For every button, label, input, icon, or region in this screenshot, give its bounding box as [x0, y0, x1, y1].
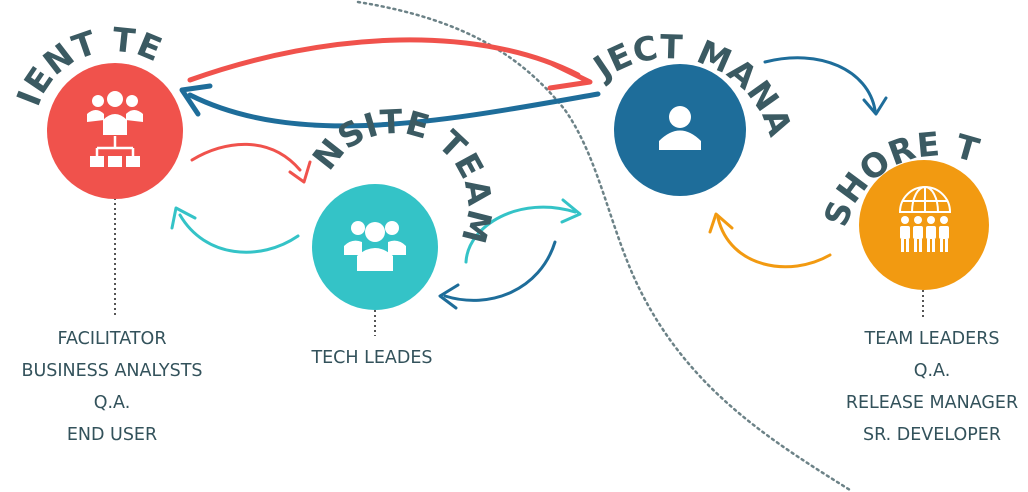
group-icon [344, 221, 406, 271]
arrow-client-to-manager [187, 37, 581, 83]
arrow-manager-to-client-head [179, 83, 213, 117]
arrow-onsite-to-client [178, 213, 300, 254]
offshore-team-circle [859, 160, 989, 290]
team-hierarchy-icon [87, 91, 143, 167]
user-icon [659, 106, 701, 150]
onsite-team-roles: TECH LEADES [272, 342, 472, 374]
arrow-offshore-to-manager-head [708, 212, 734, 234]
globe-people-icon [899, 186, 951, 252]
client-team-node: CLIENT TEAM [0, 0, 183, 199]
role-item: TEAM LEADERS [864, 329, 1000, 349]
role-item: FACILITATOR [57, 329, 167, 349]
arrow-manager-to-client [187, 91, 601, 129]
arrow-onsite-to-manager-head [560, 198, 582, 224]
arrow-onsite-to-client-head [170, 206, 197, 230]
role-item: BUSINESS ANALYSTS [21, 361, 203, 381]
arrow-offshore-to-manager [716, 216, 832, 269]
role-item: SR. DEVELOPER [862, 425, 1001, 445]
arrow-client-to-onsite-head [288, 160, 312, 184]
role-item: TECH LEADES [311, 348, 433, 368]
role-item: Q.A. [93, 393, 131, 413]
arrow-manager-to-offshore [763, 56, 877, 112]
client-team-roles: FACILITATOR BUSINESS ANALYSTS Q.A. END U… [0, 323, 224, 451]
arrow-onsite-to-manager [464, 205, 577, 264]
arrow-manager-to-offshore-head [862, 96, 888, 116]
offshore-team-roles: TEAM LEADERS Q.A. RELEASE MANAGER SR. DE… [830, 323, 1028, 451]
arrow-client-to-onsite [190, 142, 302, 172]
arrow-client-to-manager-head [547, 61, 593, 91]
role-item: END USER [66, 425, 158, 445]
project-manager-circle [614, 64, 746, 196]
arrow-manager-to-onsite-head [438, 283, 460, 310]
onsite-team-circle [312, 184, 438, 310]
arrow-manager-to-onsite [443, 240, 557, 302]
role-item: Q.A. [913, 361, 951, 381]
role-item: RELEASE MANAGER [845, 393, 1019, 413]
